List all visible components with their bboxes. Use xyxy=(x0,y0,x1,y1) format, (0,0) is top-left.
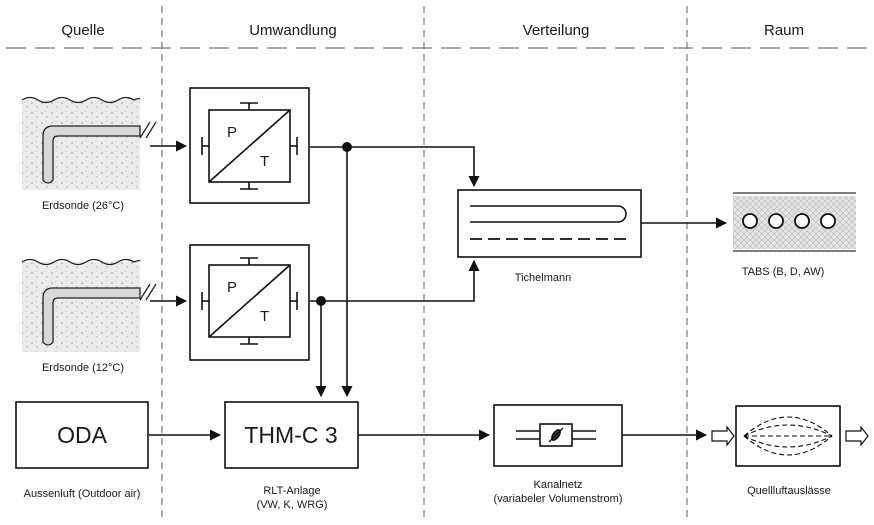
borehole-warm-caption: Erdsonde (26°C) xyxy=(42,200,124,212)
column-label-verteilung: Verteilung xyxy=(523,22,590,39)
borehole-cold-symbol xyxy=(21,258,157,352)
oda-caption: Aussenluft (Outdoor air) xyxy=(24,488,141,500)
hx-cold-p-label: P xyxy=(227,279,237,296)
hx-warm-p-label: P xyxy=(227,124,237,141)
column-label-raum: Raum xyxy=(764,22,804,39)
ahu-caption-line2: (VW, K, WRG) xyxy=(257,499,328,511)
hx-warm-t-label: T xyxy=(260,153,269,170)
oda-label: ODA xyxy=(57,422,108,448)
flow-lines xyxy=(149,140,728,441)
tichelmann-caption: Tichelmann xyxy=(515,272,571,284)
hx-cold-t-label: T xyxy=(260,308,269,325)
heat-exchanger-warm xyxy=(189,87,310,204)
oda-box xyxy=(15,401,149,469)
column-label-quelle: Quelle xyxy=(61,22,104,39)
duct-caption-line2: (variabeler Volumenstrom) xyxy=(494,493,623,505)
tabs-slab xyxy=(733,192,856,252)
borehole-cold-caption: Erdsonde (12°C) xyxy=(42,362,124,374)
ahu-label: THM-C 3 xyxy=(244,422,337,448)
borehole-warm-symbol xyxy=(21,96,157,190)
column-label-umwandlung: Umwandlung xyxy=(249,22,337,39)
ahu-caption-line1: RLT-Anlage xyxy=(263,485,320,497)
column-dividers xyxy=(161,6,688,520)
tabs-caption: TABS (B, D, AW) xyxy=(742,266,825,278)
outlets-caption: Quellluftauslässe xyxy=(747,485,831,497)
ahu-box xyxy=(224,401,359,469)
duct-caption-line1: Kanalnetz xyxy=(534,479,583,491)
junction-dots xyxy=(316,142,352,306)
displacement-outlets-symbol xyxy=(711,405,869,467)
duct-network-box xyxy=(493,404,623,467)
tichelmann-distributor xyxy=(457,189,642,258)
heat-exchanger-cold xyxy=(189,244,310,361)
